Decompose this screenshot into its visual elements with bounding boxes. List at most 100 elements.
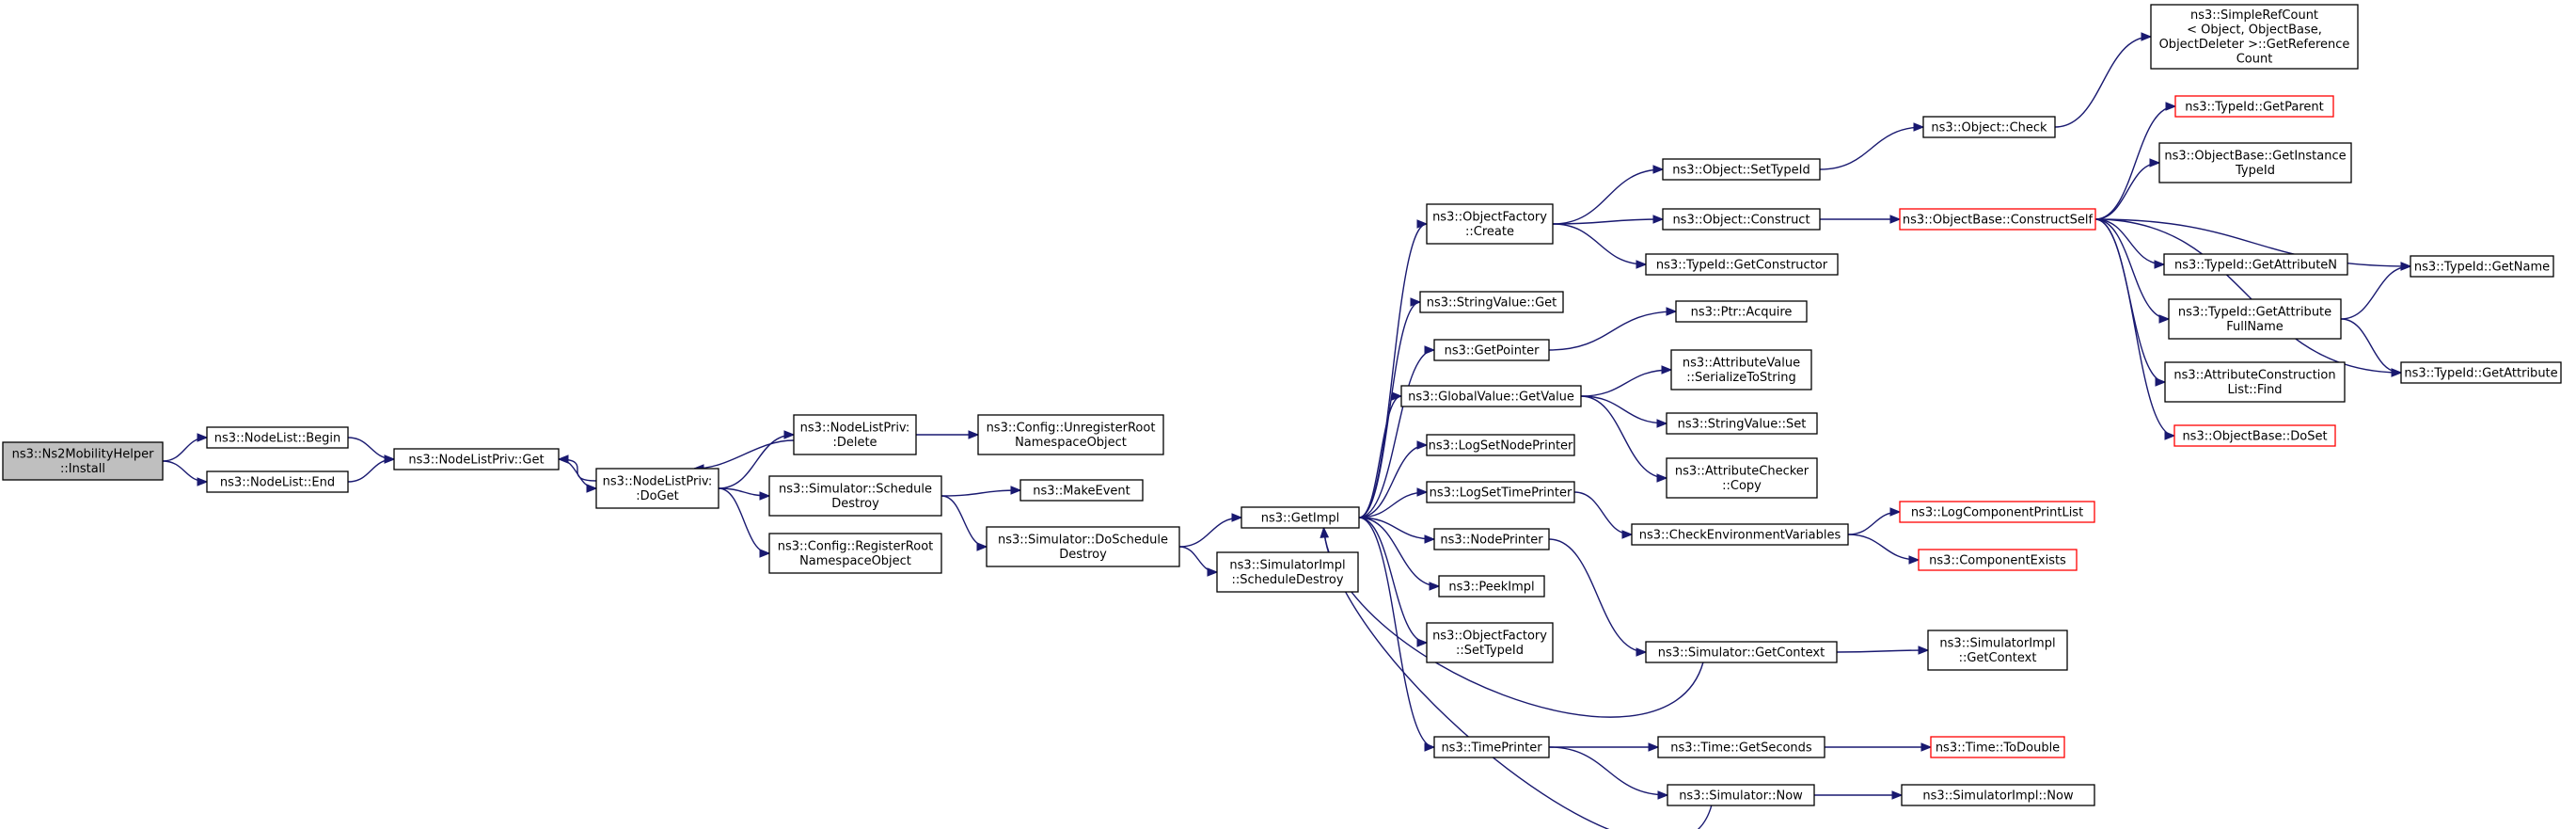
graph-node[interactable]: ns3::PeekImpl — [1438, 575, 1545, 598]
graph-node[interactable]: ns3::Time::GetSeconds — [1657, 736, 1825, 758]
graph-node[interactable]: ns3::Simulator::Now — [1667, 784, 1815, 806]
arrow-head-icon — [1648, 742, 1660, 752]
node-label: ::GetContext — [1959, 651, 2037, 665]
graph-node[interactable]: ns3::LogSetTimePrinter — [1426, 481, 1575, 503]
graph-node[interactable]: ns3::SimpleRefCount< Object, ObjectBase,… — [2150, 4, 2359, 70]
graph-node[interactable]: ns3::NodeListPriv::DoGet — [595, 468, 719, 509]
arrow-head-icon — [1666, 307, 1678, 316]
graph-edge — [1819, 122, 1925, 170]
edge-line — [1178, 517, 1242, 548]
arrow-head-icon — [2391, 368, 2403, 377]
node-box — [206, 426, 349, 449]
node-box — [1922, 116, 2056, 138]
graph-edge — [1580, 395, 1668, 428]
graph-node[interactable]: ns3::Ptr::Acquire — [1675, 300, 1808, 323]
node-box — [1216, 551, 1359, 593]
edge-line — [347, 458, 395, 483]
node-label: ns3::StringValue::Set — [1678, 417, 1807, 431]
arrow-head-icon — [557, 454, 569, 464]
edge-line — [1548, 311, 1677, 351]
graph-node[interactable]: ns3::Object::Check — [1922, 116, 2056, 138]
graph-edge — [347, 454, 396, 483]
node-label: ns3::SimpleRefCount — [2190, 8, 2318, 23]
graph-node[interactable]: ns3::Object::SetTypeId — [1662, 158, 1821, 181]
node-box — [2410, 255, 2554, 278]
graph-node[interactable]: ns3::NodeListPriv::Get — [393, 448, 560, 470]
node-label: ns3::Simulator::DoSchedule — [998, 534, 1168, 548]
graph-node[interactable]: ns3::GetImpl — [1241, 506, 1360, 529]
edge-line — [1836, 649, 1929, 653]
graph-edge — [558, 458, 598, 493]
edge-line — [940, 489, 1021, 497]
graph-node[interactable]: ns3::NodePrinter — [1433, 528, 1550, 550]
node-label: ns3::ObjectBase::GetInstance — [2164, 150, 2346, 164]
graph-edge — [1552, 165, 1665, 225]
graph-edge — [1573, 491, 1634, 539]
graph-node[interactable]: ns3::Object::Construct — [1662, 208, 1821, 231]
graph-node[interactable]: ns3::Simulator::GetContext — [1645, 641, 1838, 663]
arrow-head-icon — [1656, 419, 1668, 428]
graph-node[interactable]: ns3::CheckEnvironmentVariables — [1631, 523, 1849, 546]
graph-edge — [1358, 487, 1429, 518]
edge-line — [162, 437, 208, 462]
graph-node[interactable]: ns3::NodeList::End — [206, 470, 349, 493]
graph-node[interactable]: ns3::ObjectFactory::SetTypeId — [1426, 622, 1554, 663]
graph-node[interactable]: ns3::SimulatorImpl::ScheduleDestroy — [1216, 551, 1359, 593]
graph-node[interactable]: ns3::LogSetNodePrinter — [1426, 434, 1575, 456]
graph-node[interactable]: ns3::Simulator::ScheduleDestroy — [768, 475, 942, 517]
graph-node[interactable]: ns3::StringValue::Get — [1419, 291, 1564, 313]
node-label: ns3::AttributeValue — [1683, 357, 1800, 371]
arrow-head-icon — [1652, 165, 1665, 174]
graph-node[interactable]: ns3::AttributeValue::SerializeToString — [1670, 349, 1812, 391]
graph-node[interactable]: ns3::TypeId::GetAttributeN — [2163, 253, 2348, 276]
node-label: ns3::Object::Check — [1931, 120, 2047, 135]
node-label: ns3::AttributeConstruction — [2173, 369, 2335, 383]
arrow-head-icon — [2155, 377, 2167, 387]
arrow-head-icon — [1636, 647, 1648, 657]
graph-node[interactable]: ns3::Config::UnregisterRootNamespaceObje… — [977, 414, 1164, 455]
edge-line — [1358, 349, 1435, 518]
graph-node[interactable]: ns3::ComponentExists — [1918, 549, 2078, 571]
graph-node[interactable]: ns3::AttributeChecker::Copy — [1666, 457, 1818, 499]
node-box — [2174, 95, 2334, 118]
node-box — [2400, 361, 2562, 384]
graph-node[interactable]: ns3::Time::ToDouble — [1930, 736, 2065, 758]
node-label: ns3::NodeList::Begin — [214, 431, 340, 445]
graph-node[interactable]: ns3::ObjectFactory::Create — [1426, 203, 1554, 245]
node-box — [1645, 641, 1838, 663]
edge-line — [693, 439, 795, 470]
graph-edge — [692, 439, 795, 473]
edge-line — [2094, 218, 2402, 374]
node-box — [768, 475, 942, 517]
node-box — [1426, 622, 1554, 663]
graph-edge — [1178, 513, 1243, 548]
graph-node[interactable]: ns3::GlobalValue::GetValue — [1400, 385, 1582, 407]
node-label: Destroy — [831, 497, 879, 511]
graph-node[interactable]: ns3::ObjectBase::ConstructSelf — [1899, 208, 2096, 231]
graph-node[interactable]: ns3::TimePrinter — [1433, 736, 1550, 758]
node-box — [1657, 736, 1825, 758]
graph-node[interactable]: ns3::TypeId::GetParent — [2174, 95, 2334, 118]
graph-node[interactable]: ns3::TypeId::GetAttribute — [2400, 361, 2562, 384]
graph-node[interactable]: ns3::Ns2MobilityHelper::Install — [2, 441, 164, 481]
node-label: ns3::GetPointer — [1445, 343, 1540, 358]
node-box — [1930, 736, 2065, 758]
graph-node[interactable]: ns3::NodeListPriv::Delete — [793, 414, 917, 455]
graph-node[interactable]: ns3::TypeId::GetName — [2410, 255, 2554, 278]
graph-node[interactable]: ns3::TypeId::GetConstructor — [1645, 253, 1839, 276]
graph-node[interactable]: ns3::NodeList::Begin — [206, 426, 349, 449]
node-box — [2, 441, 164, 481]
graph-node[interactable]: ns3::GetPointer — [1433, 339, 1550, 361]
graph-node[interactable]: ns3::SimulatorImpl::Now — [1901, 784, 2095, 806]
graph-node[interactable]: ns3::ObjectBase::DoSet — [2173, 424, 2336, 447]
graph-node[interactable]: ns3::MakeEvent — [1019, 479, 1144, 502]
graph-node[interactable]: ns3::LogComponentPrintList — [1899, 501, 2095, 523]
graph-node[interactable]: ns3::StringValue::Set — [1666, 412, 1818, 435]
graph-node[interactable]: ns3::SimulatorImpl::GetContext — [1927, 630, 2068, 671]
